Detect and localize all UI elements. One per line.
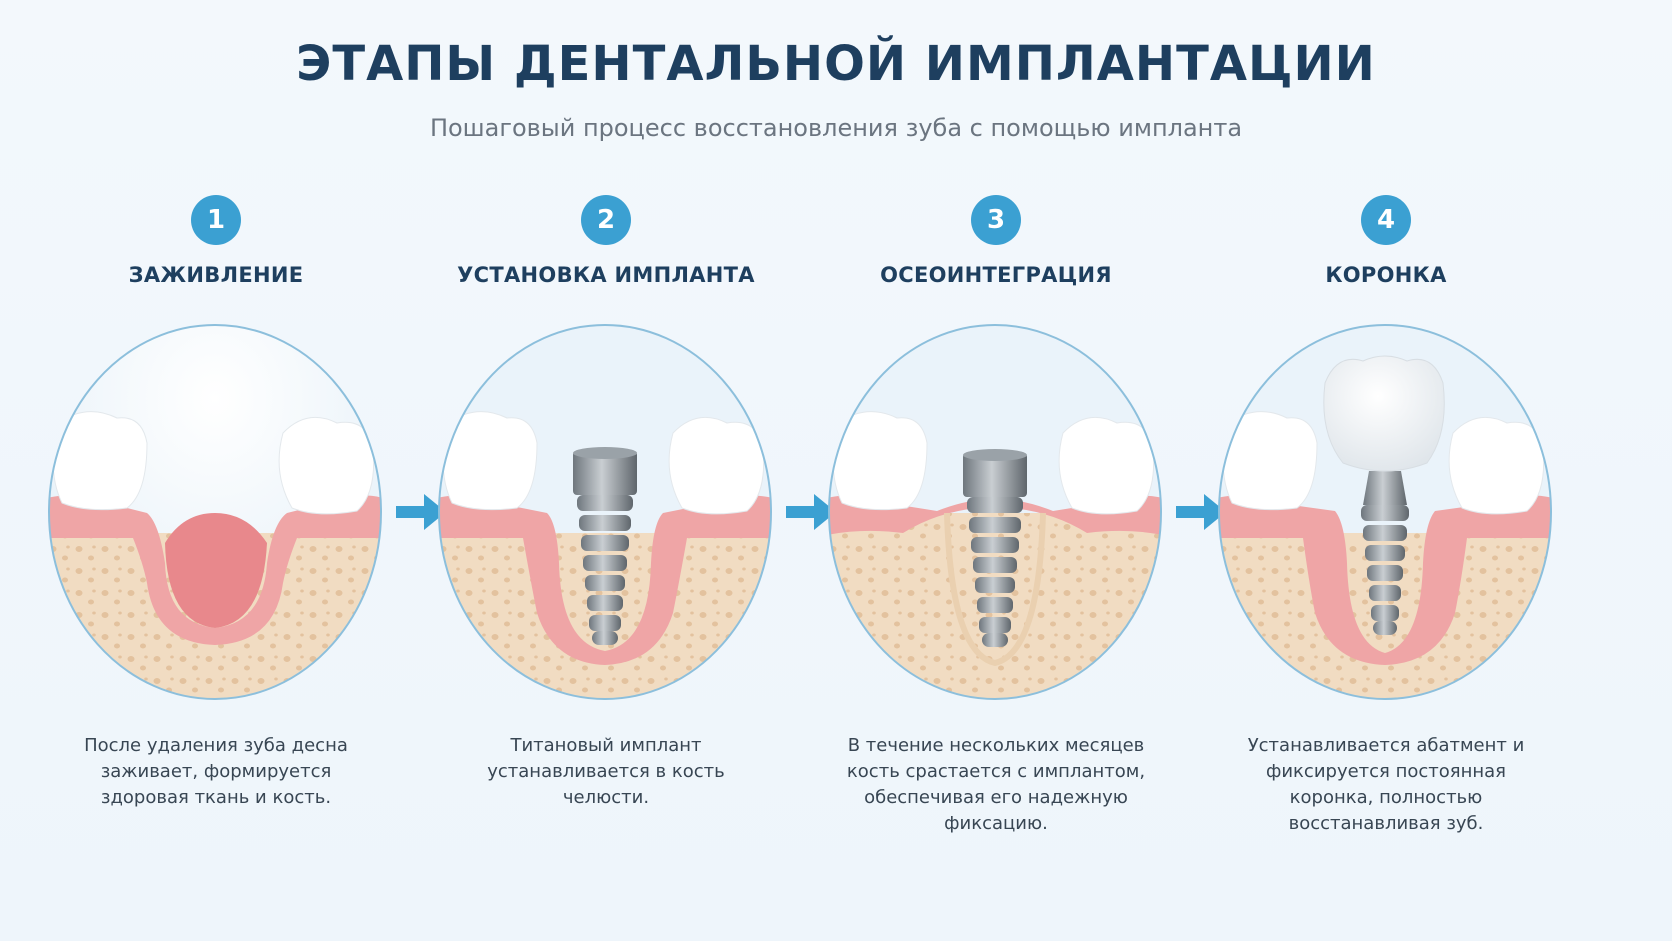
step-description: Титановый имплант устанавливается в кост…: [487, 735, 725, 808]
step-title: КОРОНКА: [1325, 263, 1447, 287]
step-3: 3 ОСЕОИНТЕГРАЦИЯ: [824, 195, 1168, 834]
page-title: ЭТАПЫ ДЕНТАЛЬНОЙ ИМПЛАНТАЦИИ: [296, 36, 1376, 92]
implant-placement-icon: [438, 324, 772, 700]
healed-socket-icon: [48, 324, 382, 700]
step-description: Устанавливается абатмент и фиксируется п…: [1247, 735, 1525, 834]
step-number-badge: 4: [1361, 195, 1411, 245]
arrow-right-icon: [786, 494, 836, 530]
crown-icon: [1218, 324, 1552, 700]
step-number-badge: 1: [191, 195, 241, 245]
step-4: 4 КОРОНКА: [1214, 195, 1558, 834]
step-description: После удаления зуба десна заживает, форм…: [84, 735, 348, 808]
step-number-badge: 2: [581, 195, 631, 245]
page-subtitle: Пошаговый процесс восстановления зуба с …: [429, 114, 1243, 142]
step-title: ЗАЖИВЛЕНИЕ: [128, 263, 304, 287]
step-1: 1 ЗАЖИВЛЕНИЕ После удаления зуба десна з…: [44, 195, 388, 808]
step-2: 2 УСТАНОВКА ИМПЛАНТА: [434, 195, 778, 808]
step-title: ОСЕОИНТЕГРАЦИЯ: [880, 263, 1112, 287]
osseointegration-icon: [828, 324, 1162, 700]
arrow-right-icon: [1176, 494, 1226, 530]
step-title: УСТАНОВКА ИМПЛАНТА: [457, 263, 755, 287]
step-number-badge: 3: [971, 195, 1021, 245]
step-description: В течение нескольких месяцев кость сраст…: [846, 735, 1146, 834]
arrow-right-icon: [396, 494, 446, 530]
